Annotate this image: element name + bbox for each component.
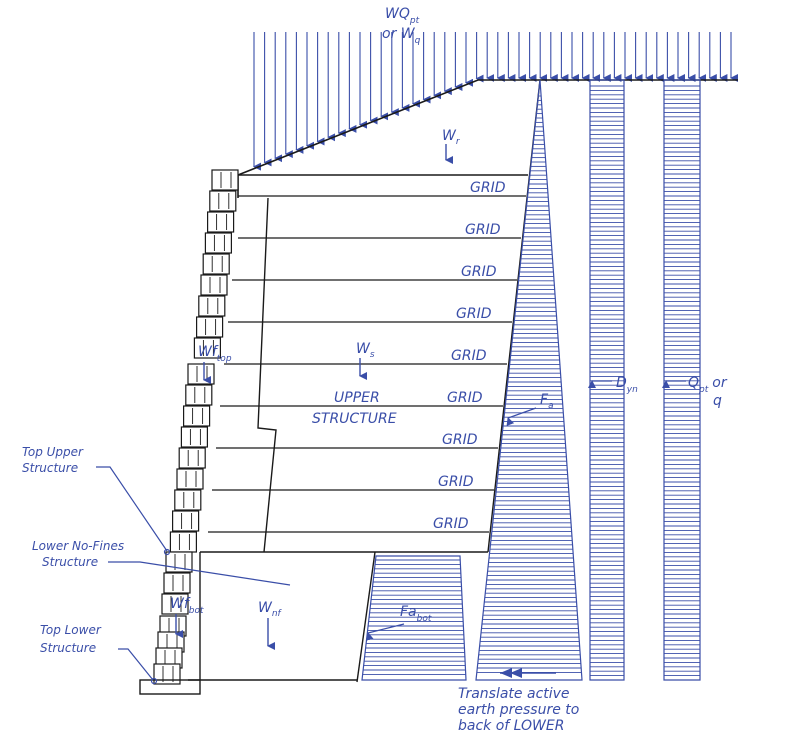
- qpt-pressure-rect: [663, 79, 701, 681]
- callout-lower-no-fines: Lower No-Fines Structure: [32, 539, 291, 586]
- surcharge-load-arrows: [253, 32, 738, 171]
- svg-text:Structure: Structure: [42, 555, 98, 569]
- facing-block: [187, 363, 215, 385]
- svg-text:Ws: Ws: [356, 341, 375, 360]
- earth-pressure-diagrams: [361, 79, 701, 681]
- wr-label: Wr: [442, 128, 461, 164]
- facing-block: [198, 295, 226, 317]
- facing-blocks: [153, 169, 239, 685]
- svg-text:UPPER: UPPER: [334, 390, 380, 406]
- svg-text:Structure: Structure: [22, 461, 78, 475]
- svg-text:or Wq: or Wq: [382, 26, 421, 46]
- geogrid-layers: GRID GRID GRID GRID GRID GRID GRID GRID GRID: [208, 180, 526, 533]
- svg-text:Fabot: Fabot: [400, 604, 432, 624]
- fa-pressure-triangle: [475, 79, 583, 681]
- grid-label: GRID: [433, 516, 469, 532]
- translate-note: Translate active earth pressure to back …: [458, 686, 579, 734]
- svg-text:Dyn: Dyn: [616, 375, 638, 395]
- facing-block: [176, 468, 204, 490]
- facing-block: [169, 531, 197, 553]
- grid-label: GRID: [447, 390, 483, 406]
- facing-block: [193, 337, 221, 359]
- upper-structure-label: UPPER STRUCTURE: [312, 390, 397, 427]
- wnf-label: Wnf: [258, 600, 283, 650]
- grid-label: GRID: [442, 432, 478, 448]
- grid-label: GRID: [456, 306, 492, 322]
- facing-block: [163, 572, 191, 594]
- svg-text:Fa: Fa: [540, 392, 554, 411]
- grid-label: GRID: [451, 348, 487, 364]
- facing-block: [209, 190, 237, 212]
- svg-text:q: q: [713, 393, 722, 409]
- translate-arrow: [500, 668, 556, 678]
- svg-text:Translate active: Translate active: [458, 686, 570, 702]
- facing-block: [183, 405, 211, 427]
- facing-block: [174, 489, 202, 511]
- load-label: WQpt or Wq: [382, 6, 421, 46]
- grid-label: GRID: [438, 474, 474, 490]
- facing-block: [196, 316, 224, 338]
- fa-bot-label: Fabot: [365, 604, 432, 641]
- facing-block: [172, 510, 200, 532]
- ws-label: Ws: [356, 341, 375, 380]
- grid-label: GRID: [461, 264, 497, 280]
- facing-block: [207, 211, 235, 233]
- grid-label: GRID: [470, 180, 506, 196]
- facing-block: [180, 426, 208, 448]
- facing-block: [202, 253, 230, 275]
- svg-text:Lower No-Fines: Lower No-Fines: [32, 539, 124, 553]
- svg-text:Wftop: Wftop: [198, 344, 232, 364]
- grid-label: GRID: [465, 222, 501, 238]
- facing-block: [211, 169, 239, 191]
- svg-text:WQpt: WQpt: [385, 6, 420, 26]
- svg-text:earth pressure to: earth pressure to: [458, 702, 579, 718]
- svg-text:back of LOWER: back of LOWER: [458, 718, 564, 734]
- svg-text:Wnf: Wnf: [258, 600, 283, 619]
- svg-text:STRUCTURE: STRUCTURE: [312, 411, 397, 427]
- callout-top-lower: Top Lower Structure: [40, 623, 158, 685]
- facing-block: [153, 663, 181, 685]
- facing-block: [185, 384, 213, 406]
- facing-block: [204, 232, 232, 254]
- svg-text:Top Upper: Top Upper: [22, 445, 84, 459]
- wf-bot-label: Wfbot: [170, 596, 204, 638]
- lower-no-fines-structure: [139, 551, 376, 695]
- fa-label: Fa: [506, 392, 554, 426]
- dyn-pressure-rect: [589, 79, 625, 681]
- facing-block: [200, 274, 228, 296]
- callout-top-upper: Top Upper Structure: [22, 445, 171, 556]
- wf-top-label: Wftop: [198, 344, 232, 384]
- facing-block: [178, 447, 206, 469]
- dyn-label: Dyn: [588, 375, 638, 395]
- svg-text:Wr: Wr: [442, 128, 461, 147]
- svg-text:Wfbot: Wfbot: [170, 596, 204, 616]
- facing-block: [161, 593, 189, 615]
- svg-text:Structure: Structure: [40, 641, 96, 655]
- svg-text:Top Lower: Top Lower: [40, 623, 102, 637]
